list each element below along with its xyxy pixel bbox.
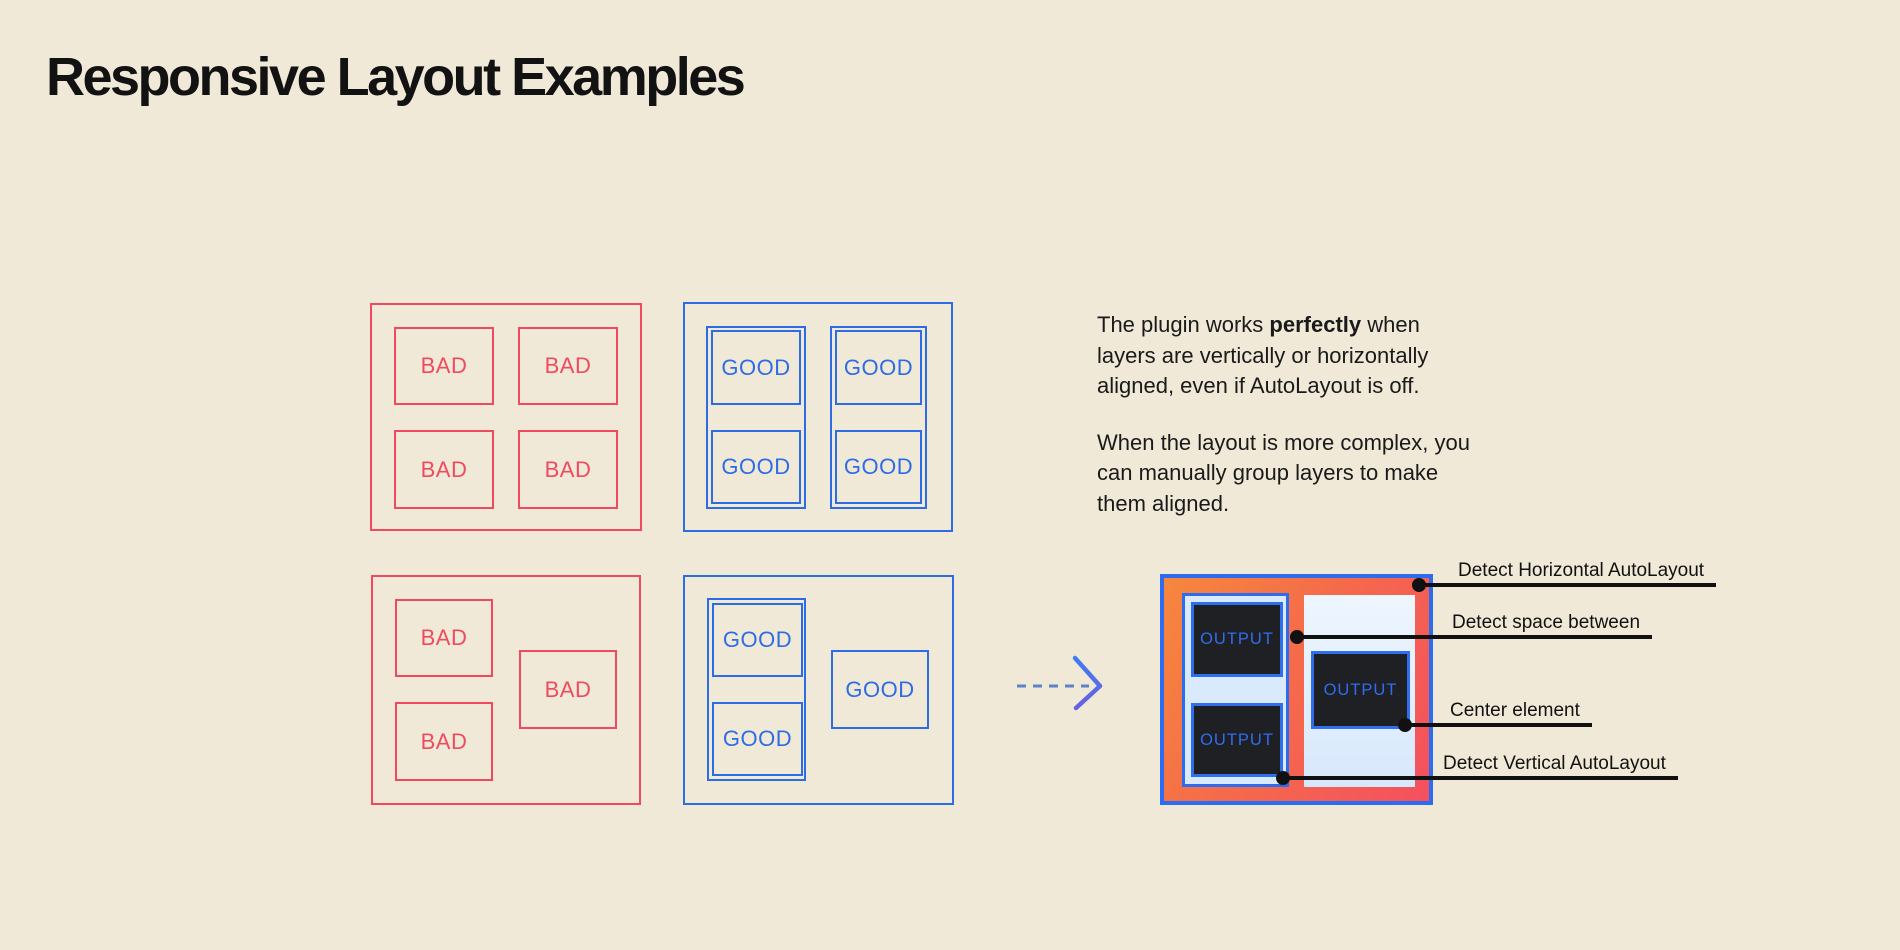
good-column-wrapper: GOOD GOOD [707,598,806,781]
good-box: GOOD [712,702,803,776]
output-box-label: OUTPUT [1200,730,1274,749]
good-box: GOOD [831,650,929,729]
description-paragraph: The plugin works perfectly when layers a… [1097,312,1429,398]
good-box-label: GOOD [845,676,915,702]
bad-box: BAD [394,327,494,405]
annotation-vertical-autolayout: Detect Vertical AutoLayout [1276,752,1678,785]
output-box-label: OUTPUT [1323,680,1398,699]
annotation-label: Center element [1450,700,1580,721]
annotation-label: Detect Vertical AutoLayout [1443,753,1666,774]
annotation-label: Detect Horizontal AutoLayout [1458,560,1705,581]
vertical-autolayout-wrapper: OUTPUT OUTPUT [1182,593,1289,787]
good-box: GOOD [835,430,922,504]
output-box: OUTPUT [1311,651,1410,729]
good-box: GOOD [712,603,803,677]
good-box-label: GOOD [843,354,914,380]
output-box: OUTPUT [1191,703,1283,777]
bad-box-label: BAD [420,728,468,754]
annotation-horizontal-autolayout: Detect Horizontal AutoLayout [1411,559,1717,592]
bad-box-label: BAD [544,353,592,378]
output-preview-frame: OUTPUT OUTPUT OUTPUT [1160,574,1433,805]
bad-box: BAD [518,430,618,509]
good-box-label: GOOD [721,354,791,380]
good-box: GOOD [711,430,801,504]
bad-box: BAD [395,702,493,781]
bad-box: BAD [395,599,493,677]
bad-grid-group: BAD BAD BAD BAD [370,303,642,531]
arrow-right-icon [1017,655,1103,711]
bad-box: BAD [394,430,494,509]
annotation-space-between: Detect space between [1289,611,1653,644]
bad-box-label: BAD [544,456,592,482]
annotation-center-element: Center element [1398,699,1592,732]
description-paragraph: When the layout is more complex, you can… [1097,429,1470,516]
good-box-label: GOOD [722,627,793,652]
good-box-label: GOOD [721,454,791,479]
good-box: GOOD [711,330,801,405]
bad-box: BAD [519,650,617,729]
good-column-wrapper: GOOD GOOD [706,326,806,509]
bad-scattered-group: BAD BAD BAD [371,575,641,805]
good-grid-group: GOOD GOOD GOOD GOOD [683,302,953,532]
bad-box: BAD [518,327,618,405]
good-column-wrapper: GOOD GOOD [830,326,927,509]
good-box-label: GOOD [722,726,793,751]
good-scattered-group: GOOD GOOD GOOD [683,575,954,805]
annotation-label: Detect space between [1452,612,1641,633]
description-text: The plugin works perfectly when layers a… [1097,310,1567,519]
page-title: Responsive Layout Examples [46,47,746,107]
bad-box-label: BAD [420,353,468,378]
good-box-label: GOOD [843,454,914,479]
bad-box-label: BAD [420,456,468,482]
good-box: GOOD [835,330,922,405]
bad-box-label: BAD [544,676,592,702]
output-box: OUTPUT [1191,602,1283,677]
output-box-label: OUTPUT [1200,630,1274,648]
bad-box-label: BAD [420,625,468,650]
